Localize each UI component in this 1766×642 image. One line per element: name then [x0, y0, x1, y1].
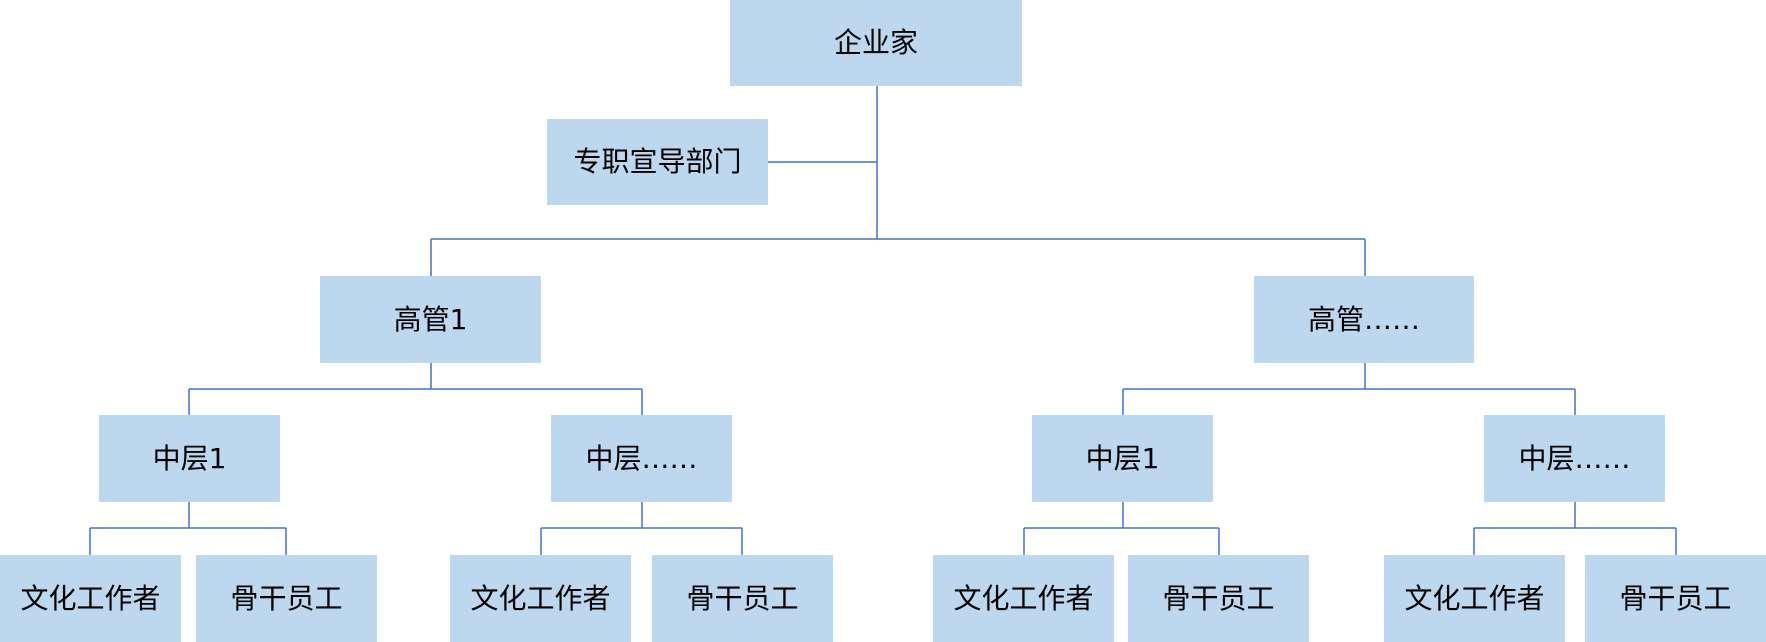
- node-dedicated-promotion-dept: 专职宣导部门: [547, 119, 768, 205]
- node-middle-3: 中层1: [1032, 415, 1213, 502]
- node-label: 中层……: [1518, 441, 1631, 475]
- node-label: 专职宣导部门: [573, 145, 742, 178]
- node-label: 高管……: [1307, 302, 1420, 336]
- node-label: 文化工作者: [953, 581, 1094, 615]
- node-label: 中层1: [1085, 441, 1160, 475]
- node-leaf-8: 骨干员工: [1585, 555, 1766, 642]
- node-leaf-3: 文化工作者: [450, 555, 631, 642]
- node-label: 高管1: [393, 302, 468, 336]
- node-label: 骨干员工: [686, 581, 799, 615]
- node-label: 文化工作者: [20, 581, 161, 615]
- node-leaf-5: 文化工作者: [933, 555, 1114, 642]
- node-leaf-6: 骨干员工: [1128, 555, 1309, 642]
- node-label: 骨干员工: [1162, 581, 1275, 615]
- node-executive-1: 高管1: [320, 276, 541, 363]
- node-middle-2: 中层……: [551, 415, 732, 502]
- node-leaf-4: 骨干员工: [652, 555, 833, 642]
- node-leaf-7: 文化工作者: [1384, 555, 1565, 642]
- node-label: 中层……: [585, 441, 698, 475]
- node-executive-2: 高管……: [1254, 276, 1474, 363]
- node-label: 骨干员工: [1619, 581, 1732, 615]
- node-middle-1: 中层1: [99, 415, 280, 502]
- node-leaf-1: 文化工作者: [0, 555, 181, 642]
- node-entrepreneur: 企业家: [730, 0, 1022, 86]
- node-label: 企业家: [833, 26, 918, 59]
- node-label: 文化工作者: [470, 581, 611, 615]
- node-label: 文化工作者: [1404, 581, 1545, 615]
- node-label: 中层1: [152, 441, 227, 475]
- node-leaf-2: 骨干员工: [196, 555, 377, 642]
- node-middle-4: 中层……: [1484, 415, 1665, 502]
- node-label: 骨干员工: [230, 581, 343, 615]
